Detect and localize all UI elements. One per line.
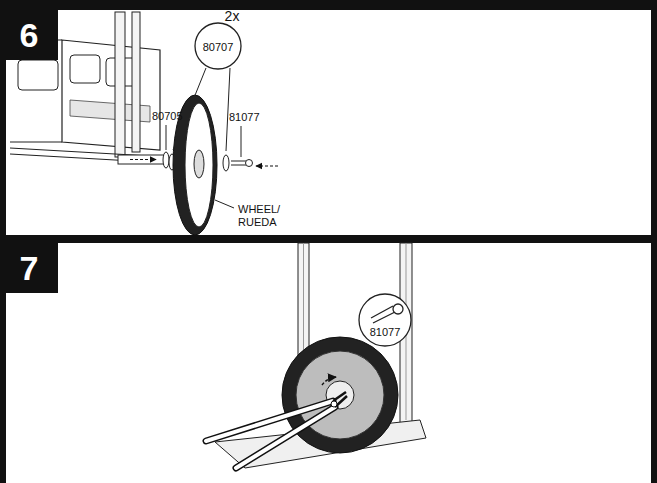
wheel-tire (282, 337, 398, 453)
leader-line (215, 200, 234, 208)
step-panel (6, 243, 651, 483)
axle (118, 155, 164, 164)
washer (223, 155, 229, 171)
pliers-pivot (331, 401, 337, 407)
pliers-handles (206, 401, 335, 468)
callout-number: 81077 (229, 111, 260, 124)
rotation-arrow (322, 377, 336, 385)
cart-front-view (206, 243, 426, 468)
step-number: 7 (20, 248, 39, 289)
part-number: 81077 (370, 326, 401, 339)
pliers-outline (206, 401, 335, 468)
cart-plate (62, 40, 160, 150)
direction-arrow (130, 159, 156, 160)
washer (163, 152, 169, 168)
part-name: WHEEL/ RUEDA (238, 203, 280, 228)
leader-line (241, 126, 242, 157)
cotter-pin (231, 161, 246, 165)
leader-line (173, 68, 206, 150)
step-number-box: 7 (0, 243, 58, 293)
circle-border (359, 294, 411, 346)
direction-arrow (256, 165, 278, 166)
quantity-label: 2x (225, 8, 240, 25)
callout-number: 80705 (152, 110, 183, 123)
leader-line (166, 125, 167, 150)
frame-tube (115, 12, 125, 157)
circle-border (195, 23, 241, 69)
leader-line (226, 68, 230, 151)
part-number: 80707 (203, 41, 234, 54)
part-callout-circle: 2x80707 (194, 22, 242, 70)
plate-window (18, 60, 58, 90)
plate-window (70, 55, 100, 83)
cotter-pin-loop (246, 160, 253, 167)
step-number-box: 6 (0, 10, 58, 60)
step-panel (6, 10, 651, 235)
wheel-rim (185, 103, 213, 227)
frame-tube (132, 12, 140, 152)
cotter-pin (371, 306, 395, 323)
wheel-hub (194, 150, 204, 178)
circle-outline (358, 293, 412, 347)
detail-circle: 81077 (358, 293, 412, 347)
cotter-pin-loop (393, 304, 403, 314)
step-number: 6 (20, 15, 39, 56)
